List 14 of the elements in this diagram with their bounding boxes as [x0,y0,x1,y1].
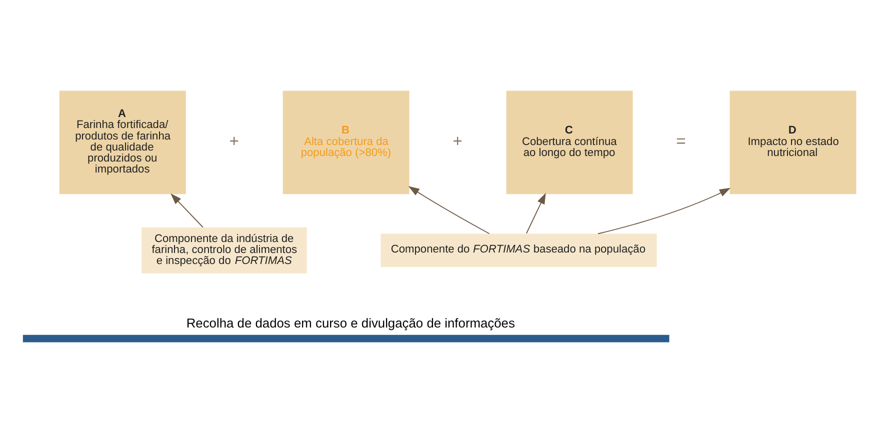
node-box: A Farinha fortificada/ produtos de farinha de qualidade produzidos ou importados [59,90,186,194]
label: = [676,131,686,150]
arrow [598,188,731,234]
node-box: D Impacto no estado nutricional [730,90,856,194]
node-box: C Cobertura contínua ao longo do tempo [506,90,633,194]
label: Recolha de dados em curso e divulgação de informações [186,316,515,331]
arrow [526,192,546,234]
arrow [408,186,490,234]
node-box: Componente do FORTIMAS baseado na população [380,234,657,268]
label: + [229,131,239,150]
node-box: B Alta cobertura da população (>80%) [282,90,410,194]
arrow [170,193,204,228]
node-box: Componente da indústria de farinha, controlo de alimentos e inspecção do FORTIMAS [142,227,307,274]
label: + [452,131,462,150]
